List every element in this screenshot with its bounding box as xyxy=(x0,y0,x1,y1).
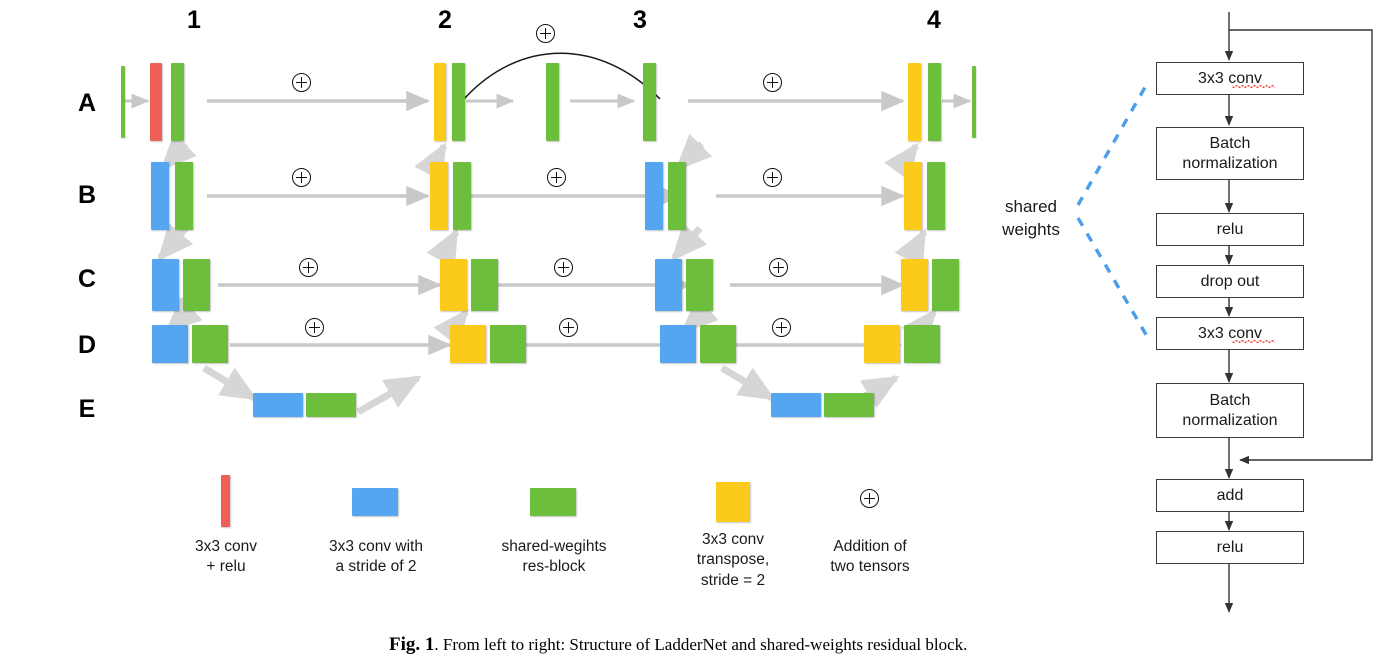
addition-icon-c2 xyxy=(554,258,573,277)
block-c2-conv-transpose xyxy=(440,259,467,311)
figure-caption: Fig. 1. From left to right: Structure of… xyxy=(389,634,967,656)
row-label-a: A xyxy=(77,89,97,117)
addition-icon-d1 xyxy=(305,318,324,337)
block-b1-conv-stride2 xyxy=(151,162,169,230)
addition-icon-a-arc xyxy=(536,24,555,43)
legend-swatch-res-block xyxy=(530,488,576,516)
block-d4-conv-transpose xyxy=(864,325,900,363)
block-a4-conv-transpose xyxy=(908,63,921,141)
block-a4-res-block xyxy=(928,63,941,141)
block-c1-res-block xyxy=(183,259,210,311)
legend-label-addition: Addition of two tensors xyxy=(830,538,910,576)
addition-icon-a3 xyxy=(763,73,782,92)
addition-icon-b1 xyxy=(292,168,311,187)
residual-step-label: relu xyxy=(1216,220,1244,238)
legend-label-conv-relu: 3x3 conv + relu xyxy=(194,538,258,576)
block-b2-res-block xyxy=(453,162,471,230)
block-b4-conv-transpose xyxy=(904,162,922,230)
residual-step-batch-norm-2[interactable]: Batch normalization xyxy=(1156,383,1304,438)
residual-step-label: relu xyxy=(1216,538,1244,556)
row-label-b: B xyxy=(77,181,97,209)
block-b1-res-block xyxy=(175,162,193,230)
residual-step-add[interactable]: add xyxy=(1156,479,1304,512)
block-d4-res-block xyxy=(904,325,940,363)
spellcheck-squiggle-2 xyxy=(1232,340,1275,343)
legend-label-res-block: shared-wegihts res-block xyxy=(501,538,607,576)
block-e-left-res-block xyxy=(306,393,356,417)
caption-label: Fig. 1 xyxy=(389,634,435,655)
residual-step-3x3-conv-1[interactable]: 3x3 conv xyxy=(1156,62,1304,95)
residual-step-label: drop out xyxy=(1200,272,1260,290)
block-e-right-res-block xyxy=(824,393,874,417)
block-b4-res-block xyxy=(927,162,945,230)
block-c3-conv-stride2 xyxy=(655,259,682,311)
spellcheck-squiggle-1 xyxy=(1232,85,1275,88)
residual-step-label: 3x3 conv xyxy=(1197,324,1263,342)
column-label-4: 4 xyxy=(927,6,941,34)
addition-icon-d2 xyxy=(559,318,578,337)
residual-step-3x3-conv-2[interactable]: 3x3 conv xyxy=(1156,317,1304,350)
block-a3-res-block xyxy=(643,63,656,141)
block-c2-res-block xyxy=(471,259,498,311)
block-c3-res-block xyxy=(686,259,713,311)
addition-icon-b2 xyxy=(547,168,566,187)
legend-label-conv-transpose: 3x3 conv transpose, stride = 2 xyxy=(696,531,770,589)
residual-step-label: Batch normalization xyxy=(1182,392,1278,429)
column-label-1: 1 xyxy=(187,6,201,34)
addition-icon-b3 xyxy=(763,168,782,187)
block-c1-conv-stride2 xyxy=(152,259,179,311)
shared-weights-label: shared weights xyxy=(1002,197,1060,239)
block-d1-conv-stride2 xyxy=(152,325,188,363)
residual-step-batch-norm-1[interactable]: Batch normalization xyxy=(1156,127,1304,180)
residual-step-label: add xyxy=(1216,486,1244,504)
block-b3-conv-stride2 xyxy=(645,162,663,230)
residual-step-label: Batch normalization xyxy=(1182,135,1278,172)
block-d3-conv-stride2 xyxy=(660,325,696,363)
residual-step-relu-2[interactable]: relu xyxy=(1156,531,1304,564)
block-a1-input-line xyxy=(121,66,125,138)
legend-addition-icon xyxy=(860,489,879,508)
block-d2-conv-transpose xyxy=(450,325,486,363)
column-label-2: 2 xyxy=(438,6,452,34)
block-c4-conv-transpose xyxy=(901,259,928,311)
block-a4-output-line xyxy=(972,66,976,138)
addition-icon-d3 xyxy=(772,318,791,337)
legend-swatch-conv-stride2 xyxy=(352,488,398,516)
addition-icon-c3 xyxy=(769,258,788,277)
legend-swatch-conv-relu xyxy=(221,475,230,527)
block-c4-res-block xyxy=(932,259,959,311)
block-a1-conv-relu xyxy=(150,63,162,141)
block-d1-res-block xyxy=(192,325,228,363)
addition-icon-a1 xyxy=(292,73,311,92)
residual-step-relu-1[interactable]: relu xyxy=(1156,213,1304,246)
residual-step-drop-out[interactable]: drop out xyxy=(1156,265,1304,298)
skip-arc xyxy=(463,52,661,100)
block-a1-res-block xyxy=(171,63,184,141)
row-label-c: C xyxy=(77,265,97,293)
block-d3-res-block xyxy=(700,325,736,363)
block-a2-res-block xyxy=(452,63,465,141)
row-label-d: D xyxy=(77,331,97,359)
block-a-mid-res-block xyxy=(546,63,559,141)
block-e-left-conv-stride2 xyxy=(253,393,303,417)
legend-label-conv-stride2: 3x3 conv with a stride of 2 xyxy=(329,538,423,576)
shared-weights-connector xyxy=(1076,81,1150,339)
block-d2-res-block xyxy=(490,325,526,363)
block-b2-conv-transpose xyxy=(430,162,448,230)
caption-text: . From left to right: Structure of Ladde… xyxy=(434,635,968,654)
row-label-e: E xyxy=(78,395,96,423)
block-e-right-conv-stride2 xyxy=(771,393,821,417)
addition-icon-c1 xyxy=(299,258,318,277)
block-a2-conv-transpose xyxy=(434,63,446,141)
column-label-3: 3 xyxy=(633,6,647,34)
block-b3-res-block xyxy=(668,162,686,230)
residual-step-label: 3x3 conv xyxy=(1197,69,1263,87)
legend-swatch-conv-transpose xyxy=(716,482,750,522)
